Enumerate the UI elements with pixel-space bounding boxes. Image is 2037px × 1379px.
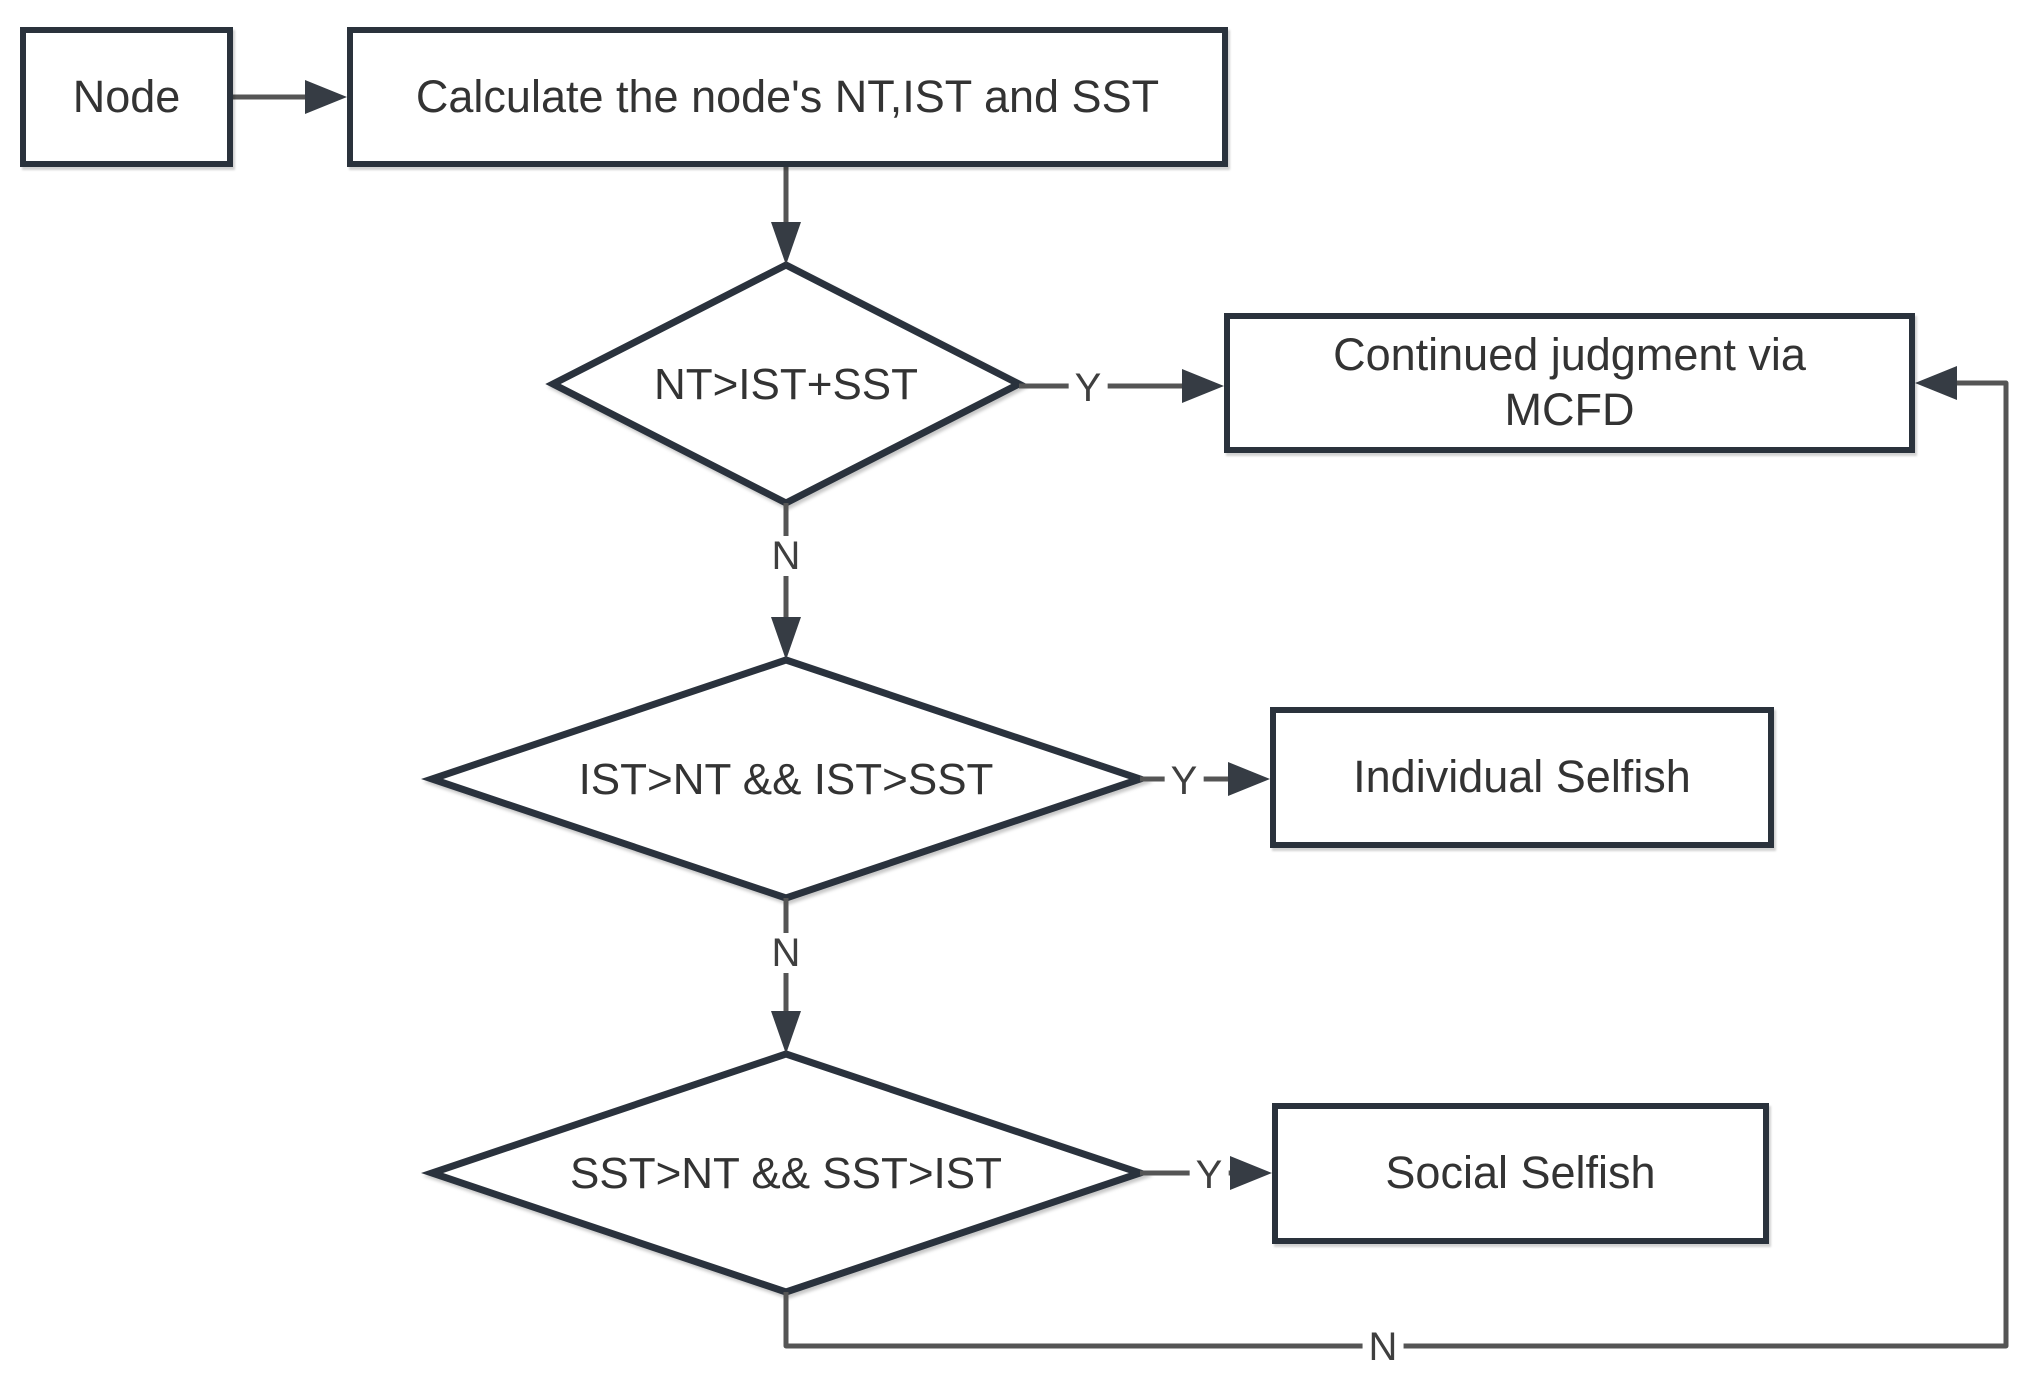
- decision-ist-label: IST>NT && IST>SST: [578, 755, 994, 804]
- edge-decision3-no-loop-arrowhead-icon: [1915, 366, 1957, 400]
- edge-decision1-yes-arrowhead-icon: [1182, 369, 1224, 403]
- edge-label-decision3-yes: Y: [1189, 1155, 1229, 1195]
- edge-label-decision3-no: N: [1362, 1327, 1404, 1367]
- individual-selfish-node-box: Individual Selfish: [1270, 707, 1774, 848]
- edge-decision3-no-loop: [783, 380, 2009, 1349]
- decision-sst-label: SST>NT && SST>IST: [570, 1149, 1002, 1198]
- mcfd-node-box: Continued judgment via MCFD: [1224, 313, 1915, 453]
- edge-label-decision1-no: N: [765, 536, 807, 576]
- edge-decision1-no-arrowhead-icon: [771, 617, 801, 660]
- edge-calc-to-decision1-arrowhead-icon: [771, 222, 801, 265]
- edge-label-decision1-yes: Y: [1068, 368, 1108, 408]
- edge-decision2-yes-arrowhead-icon: [1228, 762, 1270, 796]
- start-node-box: Node: [20, 27, 233, 167]
- edge-node-to-calc-arrowhead-icon: [305, 80, 347, 114]
- edge-decision3-yes-arrowhead-icon: [1230, 1156, 1272, 1190]
- edge-decision2-no-arrowhead-icon: [771, 1011, 801, 1054]
- calc-node-box: Calculate the node's NT,IST and SST: [347, 27, 1228, 167]
- social-selfish-node-box: Social Selfish: [1272, 1103, 1769, 1244]
- edge-label-decision2-yes: Y: [1164, 761, 1204, 801]
- decision-nt-label: NT>IST+SST: [653, 360, 919, 409]
- edge-label-decision2-no: N: [765, 933, 807, 973]
